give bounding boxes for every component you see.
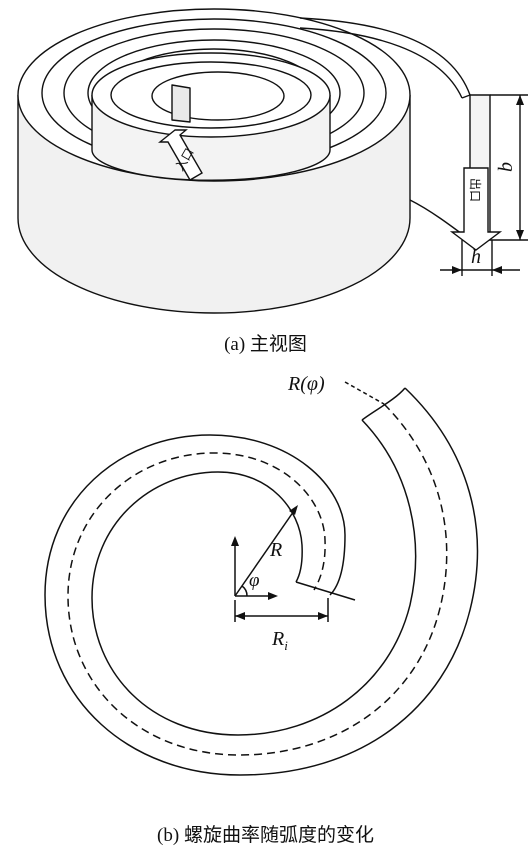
spiral-3d-drawing: 入口 出口 b h bbox=[17, 8, 528, 314]
core-hole-outer bbox=[151, 71, 285, 121]
core-top-ring bbox=[91, 52, 331, 138]
spiral-topview-drawing: R(φ) R φ Ri bbox=[44, 373, 479, 776]
dim-h-label: h bbox=[471, 246, 481, 268]
caption-a: (a) 主视图 bbox=[224, 334, 307, 355]
angle-label: φ bbox=[249, 570, 260, 591]
radius-line bbox=[234, 507, 297, 597]
dim-b-label: b bbox=[495, 162, 517, 172]
spiral-outer-wall bbox=[44, 387, 479, 776]
ri-arrow-right-icon bbox=[318, 612, 328, 620]
outlet-label: 出口 bbox=[468, 178, 482, 202]
outlet-ribbon-top bbox=[299, 17, 471, 96]
core-top-inner bbox=[110, 61, 312, 129]
spiral-centerline bbox=[67, 403, 448, 756]
spiral-inner-wall bbox=[91, 419, 417, 736]
spiral-center-end bbox=[295, 581, 356, 601]
inner-radius-label: Ri bbox=[271, 628, 288, 653]
curve-label: R(φ) bbox=[287, 373, 325, 395]
outlet-wall-inner bbox=[461, 94, 471, 99]
angle-arc bbox=[241, 585, 248, 597]
curve-label-leader bbox=[344, 381, 385, 405]
caption-b: (b) 螺旋曲率随弧度的变化 bbox=[157, 825, 374, 846]
radius-label: R bbox=[269, 539, 282, 561]
x-axis-arrow-icon bbox=[268, 592, 278, 600]
figure-b-curvature: R(φ) R φ Ri bbox=[0, 360, 531, 815]
outlet-arrow-icon: 出口 bbox=[449, 167, 503, 251]
figure-a-main-view: 入口 出口 b h bbox=[0, 0, 531, 320]
y-axis-arrow-icon bbox=[231, 536, 239, 546]
inlet-opening bbox=[171, 84, 191, 123]
radius-arrow-icon bbox=[289, 505, 298, 515]
outlet-ribbon-top-2 bbox=[299, 27, 463, 99]
ri-arrow-left-icon bbox=[235, 612, 245, 620]
